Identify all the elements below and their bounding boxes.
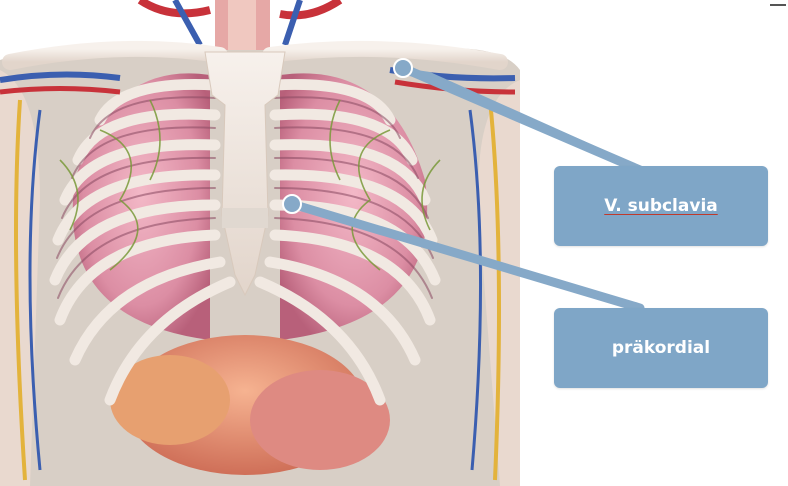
- subclavia-marker: [394, 59, 412, 77]
- label-subclavia-text: V. subclavia: [604, 196, 718, 216]
- praekordial-marker: [283, 195, 301, 213]
- label-praekordial-text: präkordial: [612, 338, 710, 358]
- label-praekordial: präkordial: [554, 308, 768, 388]
- label-subclavia: V. subclavia: [554, 166, 768, 246]
- window-corner-mark: [770, 0, 786, 6]
